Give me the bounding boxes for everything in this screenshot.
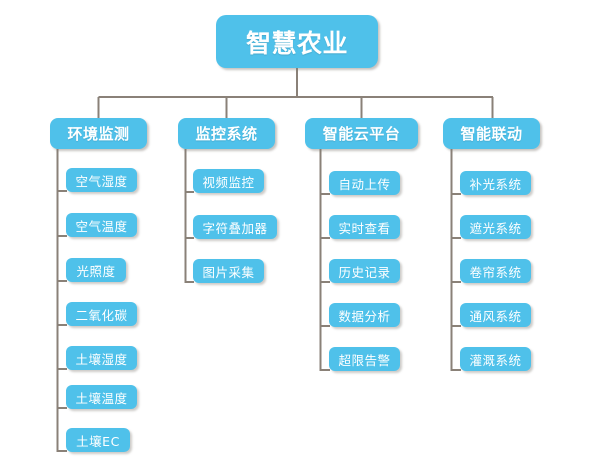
- branch-node-surveillance-system[interactable]: 监控系统: [178, 118, 275, 149]
- leaf-node[interactable]: 图片采集: [193, 259, 264, 283]
- leaf-node[interactable]: 遮光系统: [460, 215, 531, 239]
- leaf-node[interactable]: 卷帘系统: [460, 259, 531, 283]
- leaf-node[interactable]: 补光系统: [460, 171, 531, 195]
- branch-node-environment-monitoring[interactable]: 环境监测: [50, 118, 147, 149]
- leaf-node[interactable]: 灌溉系统: [460, 347, 531, 371]
- leaf-node[interactable]: 空气湿度: [66, 168, 137, 192]
- leaf-node[interactable]: 字符叠加器: [193, 215, 277, 239]
- leaf-node[interactable]: 视频监控: [193, 169, 264, 193]
- leaf-node[interactable]: 土壤温度: [66, 385, 137, 409]
- leaf-node[interactable]: 土壤EC: [66, 428, 130, 452]
- leaf-node[interactable]: 实时查看: [329, 215, 400, 239]
- leaf-node[interactable]: 超限告警: [329, 347, 400, 371]
- leaf-node[interactable]: 光照度: [66, 258, 126, 282]
- leaf-node[interactable]: 历史记录: [329, 259, 400, 283]
- leaf-node[interactable]: 自动上传: [329, 171, 400, 195]
- branch-node-cloud-platform[interactable]: 智能云平台: [305, 118, 418, 149]
- leaf-node[interactable]: 通风系统: [460, 303, 531, 327]
- branch-node-smart-linkage[interactable]: 智能联动: [443, 118, 540, 149]
- root-node[interactable]: 智慧农业: [216, 15, 378, 68]
- leaf-node[interactable]: 土壤湿度: [66, 346, 137, 370]
- leaf-node[interactable]: 二氧化碳: [66, 302, 137, 326]
- leaf-node[interactable]: 空气温度: [66, 213, 137, 237]
- leaf-node[interactable]: 数据分析: [329, 303, 400, 327]
